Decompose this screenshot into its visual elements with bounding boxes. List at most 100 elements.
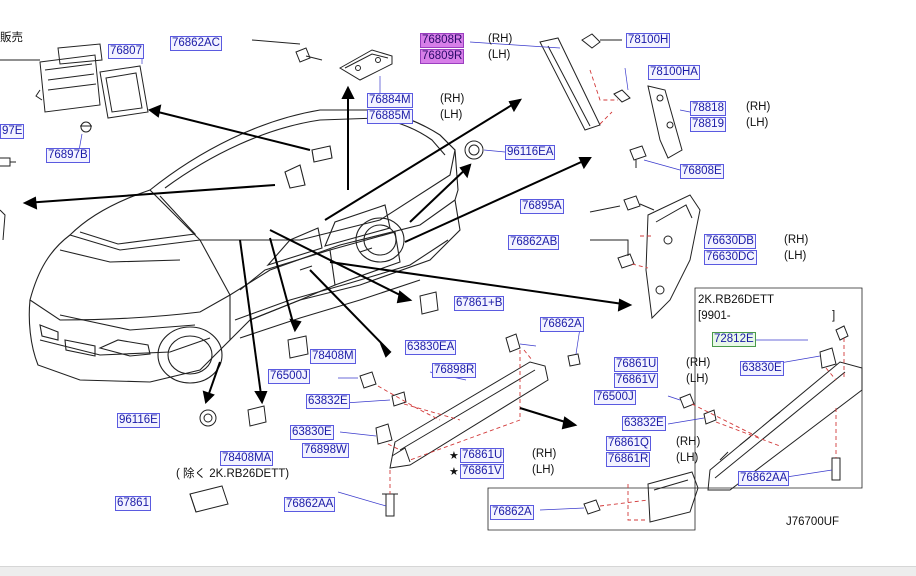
part-label-63832E-rb26[interactable]: 63832E bbox=[622, 416, 666, 431]
part-label-78100H[interactable]: 78100H bbox=[626, 33, 671, 48]
part-label-78408M[interactable]: 78408M bbox=[310, 349, 356, 364]
part-76861U-sill-rb26 bbox=[707, 361, 863, 491]
part-label-63830EA[interactable]: 63830EA bbox=[405, 340, 457, 355]
part-label-76630DB[interactable]: 76630DB bbox=[704, 234, 756, 249]
side-label-rh: (RH) bbox=[746, 101, 771, 113]
part-67861-block bbox=[189, 485, 229, 513]
part-label-76862A-rb26[interactable]: 76862A bbox=[490, 505, 534, 520]
date-code-close: ] bbox=[832, 310, 836, 322]
corner-label: 販売 bbox=[0, 32, 23, 44]
part-label-76861U-star[interactable]: 76861U bbox=[460, 448, 505, 463]
part-78818-bracket bbox=[647, 85, 683, 159]
part-label-76808R[interactable]: 76808R bbox=[420, 33, 465, 48]
part-78408MA-pad bbox=[247, 405, 267, 427]
part-label-76884M[interactable]: 76884M bbox=[367, 93, 413, 108]
side-label-lh: (LH) bbox=[440, 109, 463, 121]
part-label-63830E-rb26[interactable]: 63830E bbox=[740, 361, 784, 376]
part-label-76898W[interactable]: 76898W bbox=[302, 443, 349, 458]
part-label-76861U[interactable]: 76861U bbox=[614, 357, 659, 372]
part-76500J-rb26-clip bbox=[679, 393, 695, 409]
part-76862A-bolt bbox=[567, 353, 581, 367]
part-63830E-clip bbox=[375, 423, 393, 445]
part-76862A-rb26-screw bbox=[583, 499, 601, 515]
part-96116EA-plug bbox=[464, 140, 484, 160]
part-label-76862A[interactable]: 76862A bbox=[540, 317, 584, 332]
bottom-bar bbox=[0, 566, 916, 576]
part-label-78100HA[interactable]: 78100HA bbox=[648, 65, 700, 80]
part-76862AA-bolt bbox=[382, 493, 398, 517]
side-label-lh: (LH) bbox=[676, 452, 699, 464]
side-label-rh: (RH) bbox=[440, 93, 465, 105]
part-label-76895A[interactable]: 76895A bbox=[520, 199, 564, 214]
diagram-id: J76700UF bbox=[786, 516, 840, 528]
part-label-63832E[interactable]: 63832E bbox=[306, 394, 350, 409]
part-label-76861V-star[interactable]: 76861V bbox=[460, 464, 504, 479]
side-label-rh: (RH) bbox=[488, 33, 513, 45]
part-78100HA-clip bbox=[613, 89, 631, 103]
part-78408M-pad bbox=[287, 335, 309, 359]
part-97E-bolt bbox=[0, 157, 16, 167]
part-label-76861V[interactable]: 76861V bbox=[614, 373, 658, 388]
part-label-76500J-rb26[interactable]: 76500J bbox=[594, 390, 636, 405]
part-label-76861Q[interactable]: 76861Q bbox=[606, 436, 651, 451]
part-76500J-clip bbox=[359, 371, 377, 389]
part-label-76809R[interactable]: 76809R bbox=[420, 49, 465, 64]
part-label-76808E[interactable]: 76808E bbox=[680, 164, 724, 179]
part-76861Q-end-trim bbox=[647, 471, 699, 523]
part-label-72812E[interactable]: 72812E bbox=[712, 332, 756, 347]
part-76630DB-bracket bbox=[645, 194, 701, 320]
side-label-rh: (RH) bbox=[532, 448, 557, 460]
part-label-76862AA[interactable]: 76862AA bbox=[284, 497, 336, 512]
side-label-lh: (LH) bbox=[488, 49, 511, 61]
date-code-label: [9901- bbox=[698, 310, 731, 322]
star-marker: ★ bbox=[449, 450, 459, 462]
part-76807-gasket bbox=[99, 65, 149, 119]
part-67861B-pad bbox=[419, 291, 439, 315]
side-label-lh: (LH) bbox=[746, 117, 769, 129]
part-label-97E[interactable]: 97E bbox=[0, 124, 25, 139]
part-76862AC-clip bbox=[295, 47, 323, 63]
part-label-76862AA-rb26[interactable]: 76862AA bbox=[738, 471, 790, 486]
part-76807-module bbox=[35, 43, 103, 113]
part-label-96116EA[interactable]: 96116EA bbox=[505, 145, 556, 160]
part-label-76862AB[interactable]: 76862AB bbox=[508, 235, 560, 250]
part-label-76630DC[interactable]: 76630DC bbox=[704, 250, 757, 265]
side-label-lh: (LH) bbox=[784, 250, 807, 262]
part-76862AB-clip bbox=[617, 253, 635, 269]
car-body bbox=[28, 109, 461, 384]
part-63832E-rb26-clip bbox=[703, 409, 717, 425]
part-76898R-sill bbox=[389, 361, 549, 469]
part-72812E-clip bbox=[835, 325, 849, 341]
part-label-78818[interactable]: 78818 bbox=[690, 101, 726, 116]
inset-box bbox=[487, 287, 863, 531]
part-label-63830E[interactable]: 63830E bbox=[290, 425, 334, 440]
part-78100H-clip bbox=[581, 33, 622, 49]
part-label-76862AC[interactable]: 76862AC bbox=[170, 36, 222, 51]
part-63830E-rb26-clip bbox=[819, 347, 837, 369]
part-label-76897B[interactable]: 76897B bbox=[46, 148, 90, 163]
part-63832E-clip bbox=[391, 391, 407, 407]
part-label-76861R[interactable]: 76861R bbox=[606, 452, 651, 467]
part-76895A-clip bbox=[623, 195, 655, 211]
part-label-67861[interactable]: 67861 bbox=[115, 496, 151, 511]
side-label-lh: (LH) bbox=[532, 464, 555, 476]
part-label-78819[interactable]: 78819 bbox=[690, 117, 726, 132]
star-marker: ★ bbox=[449, 466, 459, 478]
side-label-lh: (LH) bbox=[686, 373, 709, 385]
part-76808R-pillar-trim bbox=[539, 37, 601, 131]
part-label-76898R[interactable]: 76898R bbox=[432, 363, 477, 378]
side-label-rh: (RH) bbox=[676, 436, 701, 448]
part-label-78408MA[interactable]: 78408MA bbox=[220, 451, 274, 466]
part-76808E-clip bbox=[629, 145, 647, 168]
part-label-76885M[interactable]: 76885M bbox=[367, 109, 413, 124]
side-label-rh: (RH) bbox=[784, 234, 809, 246]
part-76897B-nut bbox=[80, 121, 92, 133]
part-label-76500J[interactable]: 76500J bbox=[268, 369, 310, 384]
engine-code-label: 2K.RB26DETT bbox=[698, 294, 775, 306]
part-label-76807[interactable]: 76807 bbox=[108, 44, 144, 59]
part-label-67861B[interactable]: 67861+B bbox=[454, 296, 505, 311]
part-label-96116E[interactable]: 96116E bbox=[117, 413, 160, 428]
part-96116E-plug bbox=[199, 409, 217, 427]
side-label-rh: (RH) bbox=[686, 357, 711, 369]
